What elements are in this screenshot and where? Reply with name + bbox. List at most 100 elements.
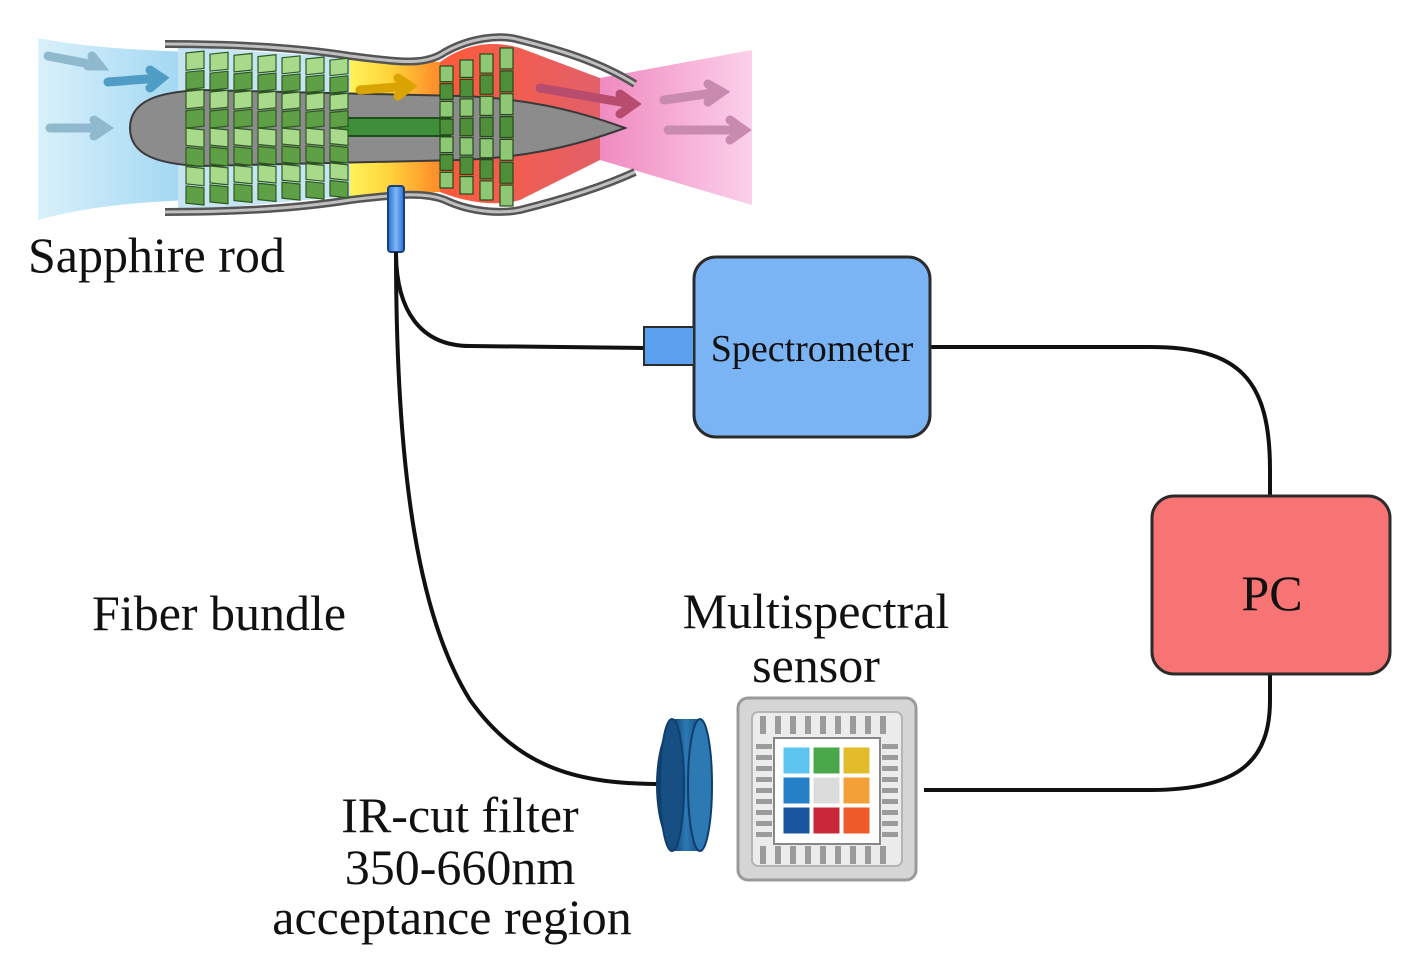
chip-pins — [756, 716, 898, 864]
multispectral-label-line1: Multispectral — [683, 583, 950, 639]
turbine-blades — [439, 47, 514, 207]
compressor-blade-segment — [185, 69, 205, 91]
sensor-filter-cell — [842, 776, 871, 805]
compressor-blade-segment — [209, 108, 229, 129]
sensor-filter-grid — [782, 746, 871, 835]
compressor-blade-segment — [281, 55, 301, 75]
turbine-blade-segment — [459, 78, 474, 98]
chip-pin — [790, 846, 796, 864]
multispectral-label-line2: sensor — [752, 637, 880, 693]
turbine-blade-segment — [499, 70, 514, 93]
sensor-filter-cell — [842, 806, 871, 835]
pc-label: PC — [1241, 565, 1302, 621]
compressor-blade-segment — [185, 88, 205, 110]
turbine-blade-segment — [459, 117, 474, 137]
turbine-blade-segment — [499, 161, 514, 184]
jet-engine-cutaway-icon — [38, 33, 752, 220]
filter-label-line2: 350-660nm — [345, 839, 576, 895]
chip-pin — [756, 777, 772, 782]
turbine-blade-segment — [499, 93, 514, 116]
chip-pin — [882, 810, 898, 815]
compressor-blade-segment — [281, 181, 301, 201]
turbine-blade-segment — [439, 83, 454, 100]
chip-pin — [882, 821, 898, 826]
compressor-blade-segment — [233, 90, 253, 110]
chip-pin — [760, 846, 766, 864]
sensor-filter-cell — [812, 746, 841, 775]
turbine-blade-segment — [479, 53, 494, 74]
chip-icon — [736, 696, 918, 882]
compressor-blade-segment — [329, 179, 349, 199]
turbine-blade-segment — [439, 136, 454, 154]
compressor-blade-segment — [305, 74, 325, 94]
sensor-filter-cell — [842, 746, 871, 775]
cable-sensor-to-pc — [924, 672, 1272, 792]
compressor-blade-segment — [185, 127, 205, 148]
compressor-blade-segment — [281, 127, 301, 147]
chip-pin — [835, 846, 841, 864]
chip-pin — [882, 832, 898, 837]
compressor-blade-segment — [209, 127, 229, 148]
compressor-blade-segment — [209, 165, 229, 186]
compressor-blade-segment — [305, 180, 325, 200]
fiber-bundle-label: Fiber bundle — [92, 585, 346, 641]
compressor-blade-segment — [209, 184, 229, 205]
compressor-blade-segment — [209, 70, 229, 91]
chip-pin — [756, 810, 772, 815]
chip-pin — [805, 846, 811, 864]
compressor-blade-segment — [209, 51, 229, 72]
compressor-blade-segment — [233, 164, 253, 185]
turbine-blade-segment — [479, 116, 494, 138]
turbine-blade-segment — [499, 138, 514, 161]
compressor-blade-segment — [257, 145, 277, 166]
sapphire-rod-label: Sapphire rod — [28, 227, 285, 283]
sensor-filter-cell — [812, 776, 841, 805]
compressor-blade-segment — [257, 164, 277, 184]
compressor-blade-segment — [305, 127, 325, 147]
chip-pin — [820, 716, 826, 734]
compressor-blade-segment — [305, 145, 325, 165]
chip-pin — [756, 744, 772, 749]
compressor-blade-segment — [233, 183, 253, 204]
compressor-blade-segment — [257, 109, 277, 129]
chip-pin — [850, 846, 856, 864]
chip-pin — [882, 744, 898, 749]
compressor-blade-segment — [233, 146, 253, 166]
chip-pin — [850, 716, 856, 734]
compressor-blade-segment — [281, 163, 301, 183]
compressor-blade-segment — [281, 145, 301, 165]
compressor-blade-segment — [281, 91, 301, 111]
turbine-blade-segment — [479, 138, 494, 159]
turbine-blade-segment — [439, 65, 454, 83]
compressor-blade-segment — [257, 53, 277, 74]
compressor-blade-segment — [329, 127, 349, 147]
compressor-blade-segment — [233, 52, 253, 73]
filter-label-line1: IR-cut filter — [341, 787, 579, 843]
spectrometer-port — [643, 326, 695, 366]
pc-unit: PC — [1150, 494, 1392, 676]
filter-label-line3: acceptance region — [272, 889, 631, 945]
chip-pin — [805, 716, 811, 734]
chip-pin — [760, 716, 766, 734]
compressor-blade-segment — [329, 92, 349, 112]
engine-shaft — [339, 117, 451, 137]
turbine-blade-segment — [439, 100, 454, 118]
compressor-blade-segment — [281, 73, 301, 93]
turbine-blade-segment — [439, 154, 454, 171]
compressor-blade-segment — [257, 72, 277, 93]
chip-pin — [775, 716, 781, 734]
compressor-blade-segment — [305, 91, 325, 111]
compressor-blade-segment — [209, 89, 229, 110]
turbine-blade-segment — [479, 95, 494, 117]
chip-pin — [882, 755, 898, 760]
chip-pin — [756, 766, 772, 771]
turbine-blade-segment — [439, 118, 454, 136]
flow-arrows — [43, 51, 752, 145]
compressor-blade-segment — [209, 146, 229, 167]
sensor-filter-cell — [782, 776, 811, 805]
chip-pin — [756, 832, 772, 837]
compressor-blade-segment — [257, 90, 277, 111]
compressor-blade-segment — [329, 75, 349, 94]
chip-pin — [756, 821, 772, 826]
spectrometer-label: Spectrometer — [711, 328, 914, 370]
